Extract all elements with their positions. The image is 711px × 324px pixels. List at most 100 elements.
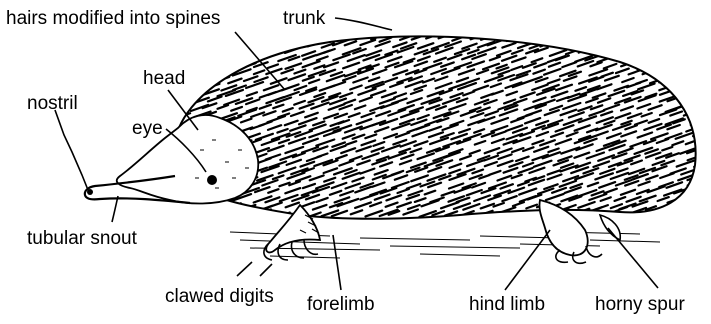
spine-stroke: [701, 203, 711, 207]
label-digits: clawed digits: [165, 287, 274, 306]
spine-stroke: [185, 91, 195, 95]
spine-stroke: [209, 56, 221, 60]
spine-stroke: [693, 76, 711, 82]
leader-spur: [608, 228, 658, 288]
spine-stroke: [693, 132, 706, 137]
spine-stroke: [678, 50, 695, 56]
spine-stroke: [247, 42, 257, 46]
spine-stroke: [691, 121, 704, 125]
spine-stroke: [645, 51, 656, 55]
spine-stroke: [207, 212, 218, 216]
label-spur: horny spur: [595, 295, 685, 314]
spine-stroke: [668, 54, 686, 60]
spine-stroke: [701, 125, 711, 130]
spine-stroke: [696, 212, 707, 216]
spine-stroke: [696, 112, 710, 117]
spine-stroke: [255, 37, 266, 41]
spine-stroke: [197, 45, 208, 49]
spine-stroke: [222, 41, 235, 46]
spine-stroke: [595, 33, 613, 39]
spine-stroke: [669, 44, 684, 49]
label-snout: tubular snout: [27, 229, 137, 248]
leader-snout: [112, 196, 118, 222]
label-nostril: nostril: [27, 94, 78, 113]
label-spines: hairs modified into spines: [6, 9, 220, 28]
spine-stroke: [688, 46, 705, 52]
spine-stroke: [204, 65, 214, 69]
spine-stroke: [649, 33, 665, 39]
spine-stroke: [553, 36, 567, 41]
spine-stroke: [677, 62, 688, 66]
spine-stroke: [207, 71, 223, 77]
spine-stroke: [180, 97, 195, 102]
spine-stroke: [681, 41, 695, 46]
spine-stroke: [705, 131, 711, 137]
label-forelimb: forelimb: [307, 295, 375, 314]
spine-stroke: [701, 141, 711, 146]
spine-stroke: [697, 59, 708, 63]
spine-stroke: [212, 36, 227, 41]
spine-stroke: [234, 41, 250, 47]
spine-stroke: [186, 48, 197, 52]
spine-stroke: [177, 40, 191, 45]
spine-stroke: [226, 58, 237, 62]
spine-stroke: [674, 35, 690, 40]
spine-stroke: [666, 36, 676, 40]
spine-stroke: [562, 44, 573, 48]
spine-stroke: [239, 210, 249, 214]
spine-stroke: [188, 75, 205, 81]
spine-stroke: [692, 65, 704, 69]
spine-stroke: [686, 68, 703, 74]
spine-stroke: [700, 156, 711, 160]
spine-stroke: [573, 42, 585, 46]
spine-stroke: [653, 212, 665, 216]
spine-stroke: [227, 50, 237, 54]
spine-stroke: [645, 43, 658, 48]
spine-stroke: [696, 166, 710, 171]
spine-stroke: [615, 55, 630, 60]
spine-stroke: [541, 36, 558, 42]
spine-stroke: [220, 210, 233, 215]
spine-stroke: [660, 49, 674, 54]
label-eye: eye: [132, 119, 163, 138]
spine-stroke: [311, 35, 325, 40]
spine-stroke: [272, 36, 283, 40]
spine-stroke: [670, 82, 685, 87]
leader-digits-a: [237, 262, 252, 276]
spine-stroke: [678, 91, 692, 96]
spine-stroke: [696, 42, 710, 47]
spine-stroke: [698, 72, 711, 77]
spine-stroke: [613, 40, 628, 45]
spine-stroke: [695, 204, 706, 208]
spine-stroke: [193, 58, 204, 62]
spine-stroke: [296, 34, 314, 40]
leader-trunk: [335, 18, 392, 30]
spine-stroke: [561, 35, 574, 40]
spine-stroke: [701, 197, 711, 202]
spine-stroke: [577, 34, 593, 39]
spine-stroke: [233, 63, 243, 67]
spine-stroke: [681, 210, 698, 216]
spine-stroke: [328, 35, 339, 39]
spine-stroke: [238, 58, 248, 62]
spine-stroke: [513, 212, 524, 216]
spine-stroke: [652, 58, 667, 63]
spine-stroke: [592, 48, 606, 53]
spine-stroke: [649, 65, 660, 69]
spine-stroke: [625, 56, 638, 61]
spine-stroke: [671, 211, 687, 217]
spine-stroke: [265, 41, 278, 46]
spine-stroke: [184, 61, 200, 67]
spine-stroke: [199, 78, 213, 83]
spine-stroke: [678, 204, 691, 209]
spine-stroke: [653, 69, 668, 74]
spine-stroke: [177, 210, 194, 216]
spine-stroke: [706, 104, 711, 108]
eye-mark: [207, 175, 217, 185]
spine-stroke: [694, 180, 710, 185]
spine-stroke: [681, 196, 693, 200]
spine-stroke: [203, 49, 218, 54]
spine-stroke: [208, 41, 220, 45]
spine-stroke: [218, 48, 231, 53]
